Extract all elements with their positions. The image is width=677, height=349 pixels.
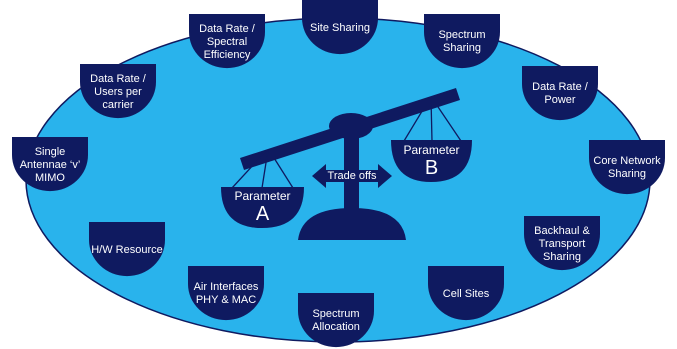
parameter-b-letter: B <box>424 157 439 179</box>
cup-label-line: Sharing <box>608 168 646 180</box>
cup-cell-sites <box>428 266 504 321</box>
cup-label-line: Data Rate / <box>532 81 588 93</box>
cup-core-network-sharing <box>589 140 665 195</box>
cup-site-sharing <box>302 0 378 55</box>
pan-a <box>221 187 304 228</box>
cup-label-data-rate-power: Data Rate /Power <box>518 81 602 107</box>
cup-data-rate-spectral <box>189 14 265 69</box>
parameter-a-letter: A <box>255 203 270 225</box>
cup-label-line: Data Rate / <box>199 22 255 35</box>
cup-label-line: Spectrum <box>312 308 360 320</box>
cup-label-line: Allocation <box>312 321 360 333</box>
scale-pivot <box>329 113 373 139</box>
cup-label-line: Site Sharing <box>310 21 370 34</box>
cup-air-interfaces <box>188 266 264 321</box>
cup-label-line: Backhaul & <box>534 224 590 237</box>
cup-label-site-sharing: Site Sharing <box>298 22 382 35</box>
cup-label-line: Air Interfaces <box>193 281 259 293</box>
pan-a-strings <box>231 149 294 189</box>
pan-b <box>391 140 472 182</box>
cup-label-line: Spectral <box>206 35 248 48</box>
cup-spectrum-sharing <box>424 14 500 69</box>
cup-data-rate-users <box>80 64 156 119</box>
cup-label-line: Users per <box>94 85 142 98</box>
cup-label-line: Spectrum <box>438 29 486 41</box>
balance-scale <box>221 88 472 240</box>
cup-spectrum-allocation <box>298 293 374 348</box>
cup-label-line: MIMO <box>35 171 65 184</box>
cup-data-rate-power <box>522 66 598 121</box>
cup-label-line: Transport <box>538 237 586 250</box>
cup-label-line: PHY & MAC <box>195 294 257 306</box>
cup-label-line: carrier <box>102 98 134 111</box>
cup-label-line: Antennae ‘v’ <box>19 158 81 171</box>
cup-label-line: Sharing <box>543 250 581 263</box>
cup-label-line: H/W Resource <box>91 243 163 256</box>
cup-label-line: Cell Sites <box>442 287 490 300</box>
cup-label-line: Core Network <box>593 155 661 167</box>
tradeoffs-arrow <box>312 164 392 188</box>
cup-label-cell-sites: Cell Sites <box>424 288 508 301</box>
cup-label-line: Sharing <box>443 42 481 54</box>
cup-label-line: Data Rate / <box>90 72 146 85</box>
tradeoffs-label: Trade offs <box>327 170 377 182</box>
cup-label-line: Single <box>34 145 66 158</box>
cup-label-hw-resource: H/W Resource <box>85 244 169 257</box>
cup-hw-resource <box>89 222 165 277</box>
parameter-b-label: Parameter <box>403 143 460 157</box>
cup-single-antennae-mimo <box>12 137 88 192</box>
cups-layer <box>12 0 665 348</box>
cup-backhaul-transport-sharing <box>524 216 600 271</box>
pan-b-strings <box>403 97 462 142</box>
scale-base <box>298 208 406 240</box>
cup-label-line: Power <box>544 94 576 106</box>
parameter-a-label: Parameter <box>234 189 291 203</box>
cup-label-line: Efficiency <box>203 48 251 61</box>
